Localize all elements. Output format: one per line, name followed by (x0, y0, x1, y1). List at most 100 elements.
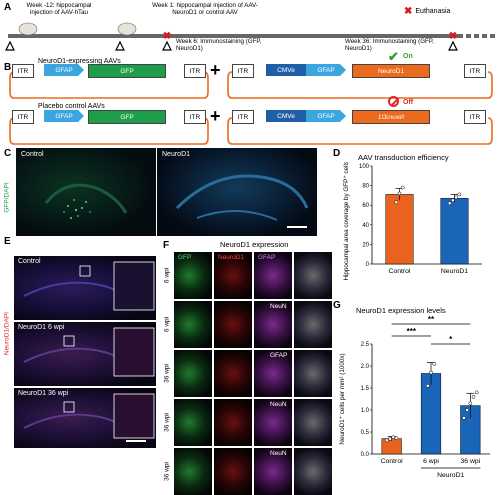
f-row-label: 36 wpi (163, 412, 171, 432)
f-column-label: GFP (178, 254, 192, 261)
micrograph-neurod1-gfp: NeuroD1 (157, 148, 317, 236)
significance-label: * (449, 335, 453, 344)
bar (381, 438, 402, 455)
construct-map (9, 71, 493, 145)
data-point (385, 438, 389, 443)
panel-label-a: A (4, 2, 12, 13)
panel-label-g: G (333, 300, 341, 311)
f-micrograph-tile (174, 301, 212, 348)
week-1-label: Week 1: hippocampal injection of AAV-Neu… (145, 2, 265, 16)
data-point (400, 185, 405, 190)
gfap-promoter: GFAP (306, 110, 346, 122)
data-point (388, 437, 392, 441)
y-axis-label: Hippocampal area coverage by GFP⁺ cells … (343, 162, 350, 281)
y-tick-label: 1.0 (361, 408, 370, 414)
x-tick-label: 36 wpi (461, 458, 481, 465)
neurod1-reversed-gene: NeuroD1 (352, 110, 430, 124)
f-micrograph-tile (214, 399, 252, 446)
y-tick-label: 20 (362, 242, 369, 248)
f-micrograph-tile (254, 399, 292, 446)
placebo-aav-title: Placebo control AAVs (38, 103, 105, 110)
cmve-enhancer: CMVe (266, 64, 306, 76)
label-control-c: Control (21, 151, 44, 158)
f-micrograph-tile (214, 448, 252, 495)
data-point (451, 198, 455, 203)
mouse-icon (18, 22, 38, 36)
off-label: Off (403, 99, 414, 106)
y-tick-label: 80 (362, 184, 369, 190)
panel-label-c: C (4, 148, 12, 159)
neurod1-dapi-axis-label: NeuroD1/DAPI (2, 300, 12, 370)
y-tick-label: 0.5 (361, 430, 370, 436)
f-marker-label: GFAP (270, 352, 288, 359)
f-micrograph-tile (254, 301, 292, 348)
data-point (394, 200, 399, 205)
chart-g-title: NeuroD1 expression levels (356, 306, 446, 315)
mouse-icon (117, 22, 137, 36)
itr-box: ITR (12, 110, 34, 124)
itr-box: ITR (232, 64, 254, 78)
data-point (462, 416, 466, 420)
y-tick-label: 2.5 (361, 342, 370, 348)
bar (440, 198, 469, 265)
gfp-dapi-axis-label: GFP/DAPI (2, 168, 12, 228)
significance-label: ** (428, 315, 435, 324)
label-e-control: Control (18, 258, 41, 265)
neuro-aav-title: NeuroD1-expressing AAVs (38, 58, 121, 65)
f-row-label: 6 wpi (163, 267, 171, 283)
week-36-label: Week 36: Immunostaining (GFP, NeuroD1) (345, 38, 445, 52)
x-tick-label: Control (381, 458, 403, 465)
f-marker-label: NeuN (270, 401, 287, 408)
x-tick-label: Control (389, 268, 411, 275)
neurod1-reversed-text: NeuroD1 (377, 113, 404, 121)
svg-text:✖: ✖ (163, 31, 171, 42)
week-6-label: Week 6: Immunostaining (GFP, NeuroD1) (176, 38, 268, 52)
data-point (474, 390, 479, 395)
f-micrograph-tile (174, 252, 212, 299)
f-column-label: NeuroD1 (218, 254, 245, 261)
f-micrograph-tile (254, 350, 292, 397)
significance-label: *** (407, 327, 417, 336)
f-row-label: 6 wpi (163, 316, 171, 332)
group-label: NeuroD1 (437, 472, 464, 479)
y-tick-label: 60 (362, 203, 369, 209)
cross-icon: ✖ (404, 6, 413, 17)
f-micrograph-tile (174, 399, 212, 446)
data-point (397, 191, 402, 196)
data-point (394, 436, 399, 441)
gfap-promoter: GFAP (44, 64, 84, 76)
y-tick-label: 2.0 (361, 364, 370, 370)
f-micrograph-tile (294, 252, 332, 299)
itr-box: ITR (184, 64, 206, 78)
y-tick-label: 0.0 (361, 452, 370, 458)
micrograph-e-control: Control (14, 256, 156, 320)
timeline-graphic: ✖ ✖ (5, 22, 497, 51)
data-point (447, 201, 452, 206)
prohibited-icon (388, 96, 400, 107)
f-micrograph-tile (214, 301, 252, 348)
plus-sign: + (210, 106, 221, 126)
gfp-dapi-text: GFP/DAPI (3, 182, 11, 213)
itr-box: ITR (12, 64, 34, 78)
data-point (465, 408, 469, 412)
gfap-promoter: GFAP (44, 110, 84, 122)
cmve-enhancer: CMVe (266, 110, 306, 122)
bar (385, 194, 414, 265)
chart-d-title: AAV transduction efficiency (358, 153, 449, 162)
x-tick-label: NeuroD1 (441, 268, 468, 275)
panel-label-e: E (4, 236, 11, 247)
label-neurod1-c: NeuroD1 (162, 151, 191, 158)
f-micrograph-tile (254, 448, 292, 495)
label-e-6wpi: NeuroD1 6 wpi (18, 324, 65, 331)
y-tick-label: 100 (359, 164, 370, 170)
data-point (454, 195, 458, 200)
itr-box: ITR (184, 110, 206, 124)
data-point (432, 361, 437, 366)
f-micrograph-tile (214, 252, 252, 299)
micrograph-e-36wpi: NeuroD1 36 wpi (14, 388, 156, 448)
bar (420, 373, 442, 455)
panel-label-f: F (163, 240, 170, 251)
x-tick-label: 6 wpi (423, 458, 439, 465)
data-point (457, 192, 462, 197)
